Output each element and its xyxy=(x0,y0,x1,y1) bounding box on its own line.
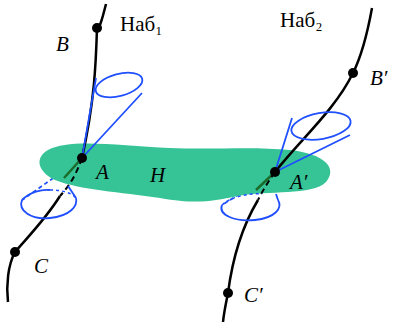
event-point xyxy=(10,23,358,298)
surface-label: H xyxy=(150,165,165,186)
observer-label: Наб₁ xyxy=(120,14,163,35)
worldline-hidden xyxy=(60,158,275,200)
point-label: B xyxy=(56,34,69,55)
light-cone-lower xyxy=(21,186,279,220)
observer-label: Наб₂ xyxy=(280,10,323,31)
point-label: B′ xyxy=(370,68,387,89)
point-label: A′ xyxy=(290,172,307,193)
light-cone-lower-hidden xyxy=(50,190,262,205)
light-cone xyxy=(82,68,353,172)
worldline xyxy=(7,4,372,322)
point-label: C′ xyxy=(244,285,263,306)
tangent-mark xyxy=(64,158,275,190)
point-label: C xyxy=(34,256,48,277)
point-label: A xyxy=(96,162,109,183)
